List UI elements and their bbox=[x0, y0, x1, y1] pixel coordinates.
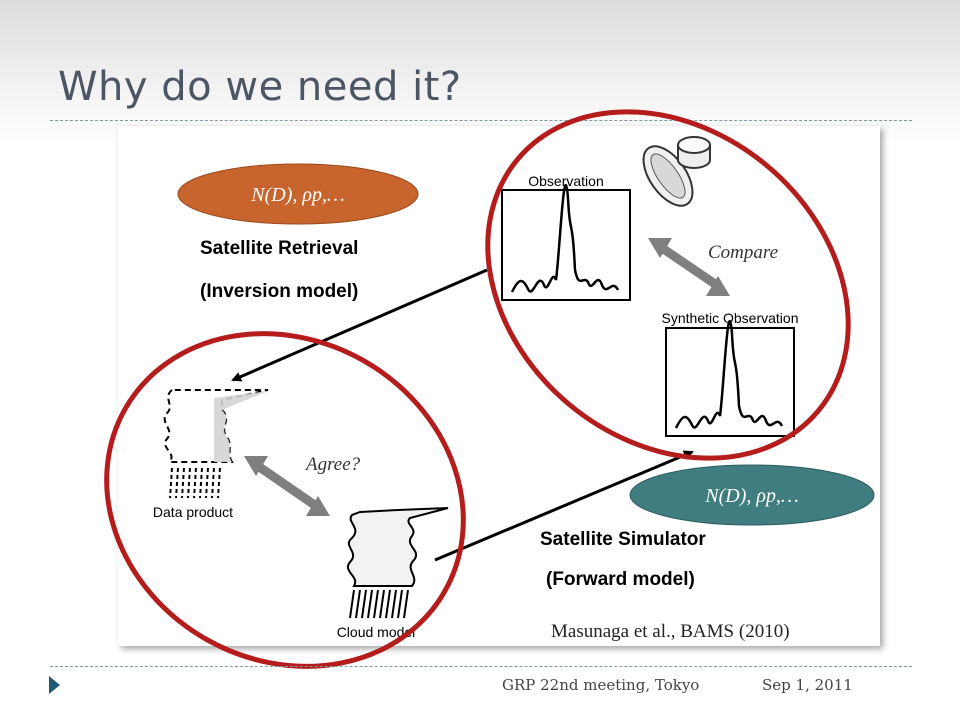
compare-arrow bbox=[648, 238, 730, 296]
simulator-arrow bbox=[434, 450, 694, 562]
simulator-params: N(D), ρp,… bbox=[704, 485, 799, 507]
citation: Masunaga et al., BAMS (2010) bbox=[551, 621, 790, 642]
simulator-title: Satellite Simulator bbox=[540, 529, 706, 550]
retrieval-params-pill: N(D), ρp,… bbox=[177, 163, 419, 225]
simulator-subtitle: (Forward model) bbox=[546, 569, 695, 590]
footer-date: Sep 1, 2011 bbox=[762, 676, 853, 694]
agree-arrow bbox=[244, 456, 330, 516]
synthetic-observation-label: Synthetic Observation bbox=[662, 310, 799, 326]
cloud-model-icon: Cloud model bbox=[337, 507, 449, 640]
retrieval-title: Satellite Retrieval bbox=[200, 238, 358, 259]
retrieval-params: N(D), ρp,… bbox=[250, 184, 345, 206]
radar-icon bbox=[642, 136, 711, 207]
data-product-label: Data product bbox=[153, 504, 233, 520]
footer-meeting: GRP 22nd meeting, Tokyo bbox=[502, 676, 700, 694]
cloud-model-label: Cloud model bbox=[337, 624, 416, 640]
synthetic-observation-plot: Synthetic Observation bbox=[662, 310, 799, 437]
footer-divider bbox=[50, 666, 912, 667]
simulator-params-pill: N(D), ρp,… bbox=[629, 464, 875, 526]
right-red-ellipse bbox=[485, 109, 851, 461]
slide-title: Why do we need it? bbox=[58, 64, 462, 110]
footer-arrow-icon bbox=[49, 676, 60, 694]
compare-label: Compare bbox=[708, 242, 778, 263]
retrieval-arrow bbox=[231, 268, 488, 382]
data-product-icon: Data product bbox=[153, 389, 269, 520]
title-divider bbox=[50, 120, 912, 121]
left-red-ellipse bbox=[104, 331, 466, 669]
observation-label: Observation bbox=[528, 173, 603, 189]
retrieval-subtitle: (Inversion model) bbox=[200, 281, 358, 302]
agree-label: Agree? bbox=[304, 454, 361, 475]
observation-plot: Observation bbox=[501, 173, 631, 301]
